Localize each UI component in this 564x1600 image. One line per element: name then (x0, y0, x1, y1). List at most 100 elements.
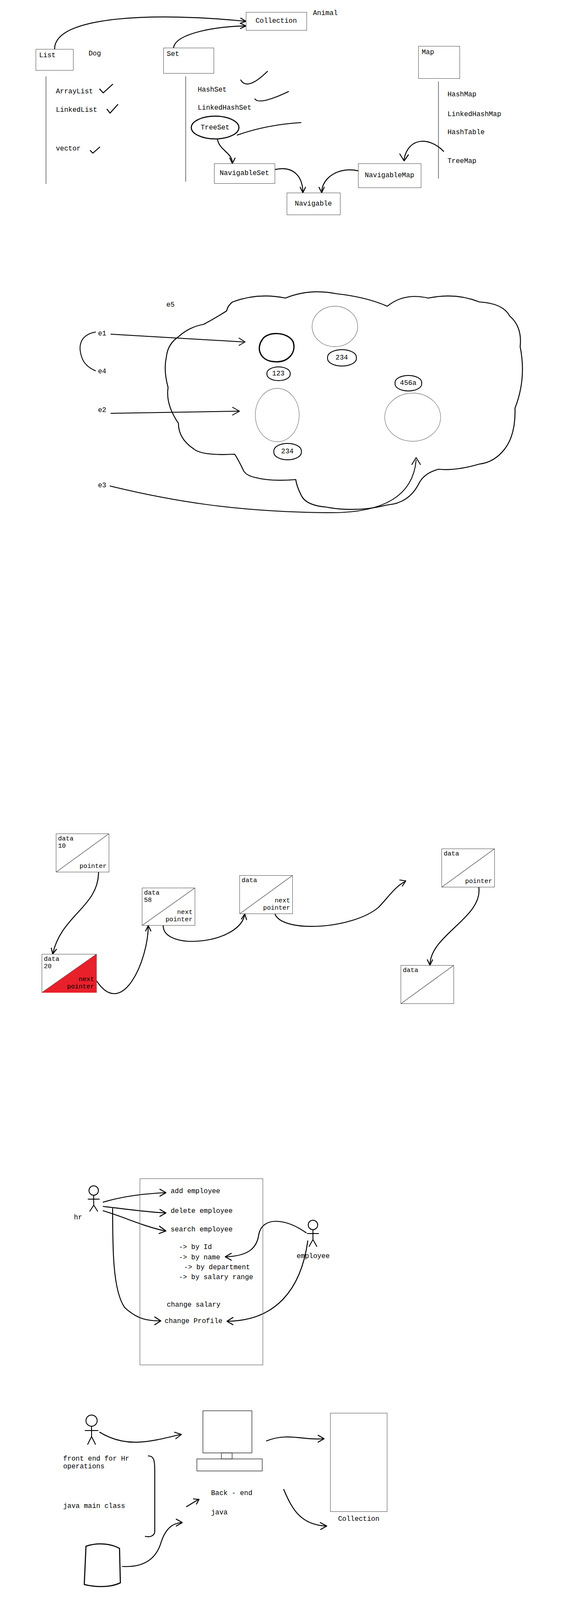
sketch-stroke (237, 122, 444, 161)
use-arrow (159, 1188, 166, 1196)
reference-arrow (239, 337, 246, 346)
node-text: 234 (281, 447, 294, 456)
list-node-divider (55, 833, 110, 872)
list-node-box: data58next pointer (141, 887, 196, 926)
object-blob: 234 (273, 442, 302, 460)
connector (427, 886, 479, 965)
label-text: front end for Hr operations (63, 1454, 137, 1470)
architecture-arrow (318, 1434, 325, 1442)
label-text: java (211, 1508, 228, 1516)
connector (96, 925, 151, 994)
node-text: data (144, 888, 160, 897)
node-text: pointer (78, 862, 107, 870)
class-box: Map (418, 45, 460, 79)
node-text: 58 (144, 896, 152, 904)
arrow-head (241, 913, 247, 920)
label-text: ArrayList (55, 87, 93, 96)
label-text: java main class (63, 1501, 126, 1510)
label-text: TreeMap (447, 157, 477, 166)
label-text: HashSet (197, 85, 227, 94)
use-arrow (226, 1220, 307, 1257)
node-text: pointer (463, 877, 493, 885)
label-text: Animal (312, 9, 338, 18)
node-text: data (43, 955, 60, 963)
heap-cloud (165, 291, 523, 509)
list-node-box: datanext pointer (239, 874, 293, 914)
architecture-arrow (99, 1431, 181, 1442)
node-text: 456a (399, 379, 417, 387)
check-mark (107, 104, 118, 114)
node-text: Navigable (294, 199, 332, 208)
sketch-stroke (399, 153, 409, 161)
check-mark (99, 84, 113, 93)
heap-cloud (165, 291, 523, 509)
reference-arrow (79, 331, 421, 513)
computer-icon (196, 1458, 263, 1471)
hierarchy-line (438, 81, 439, 179)
check-mark (254, 91, 289, 102)
reference-arrow (79, 331, 96, 371)
connector-line (52, 871, 99, 954)
node-text: change Profile (164, 1316, 223, 1325)
architecture-arrow (122, 1521, 182, 1566)
node-text: NavigableMap (364, 171, 414, 180)
connector-line (429, 886, 479, 965)
architecture-arrow (320, 1521, 327, 1529)
use-arrow (103, 1192, 166, 1202)
reference-arrow (110, 410, 239, 414)
node-text: -> by department (183, 1262, 251, 1271)
hierarchy-line (45, 76, 439, 184)
list-node-box: data20 next pointer (41, 953, 97, 993)
node-text: data (58, 834, 74, 843)
collection-box: Collection (330, 1412, 388, 1524)
connector-line (96, 925, 149, 994)
label-text: LinkedHashSet (197, 104, 252, 112)
architecture-arrow (176, 1518, 183, 1526)
object-blob: 234 (327, 349, 357, 367)
class-box: NavigableMap (358, 163, 422, 188)
check-mark (90, 71, 289, 154)
object-scribble (259, 333, 295, 362)
connector-line (173, 25, 246, 48)
list-node-box: data (400, 964, 454, 1004)
node-text: delete employee (170, 1206, 233, 1215)
connector (173, 23, 246, 48)
sketch-stroke (237, 122, 301, 135)
class-box: NavigableSet (214, 163, 276, 184)
use-arrow (225, 1252, 232, 1260)
label-text: e3 (98, 481, 107, 490)
pointer-arrow (275, 879, 406, 926)
storage-shape (84, 1543, 121, 1586)
architecture-arrow (186, 1498, 199, 1506)
node-text: data (402, 966, 419, 974)
node-text: next pointer (65, 975, 95, 991)
node-text: Set (166, 50, 180, 59)
label-text: e5 (166, 300, 175, 309)
arrow-head (240, 23, 246, 29)
arrow-head (300, 186, 306, 193)
collection-box-outline (330, 1412, 388, 1512)
architecture-arrow (99, 1431, 327, 1566)
heap-object (384, 392, 441, 442)
list-node-divider (239, 874, 293, 914)
node-text: -> by name (178, 1253, 221, 1261)
object-blob: 123 (266, 366, 291, 381)
computer-icon (221, 1452, 233, 1459)
actor-figure (85, 1425, 99, 1444)
node-text: 10 (58, 842, 66, 850)
label-text: employee (296, 1251, 330, 1260)
storage-shape (84, 1543, 121, 1586)
arrow-head (427, 959, 433, 965)
node-text: search employee (170, 1225, 233, 1233)
check-mark (240, 71, 268, 84)
actor-figure (88, 1185, 99, 1195)
use-arrow (103, 1188, 308, 1325)
node-text: add employee (170, 1186, 221, 1195)
node-text: 20 (43, 962, 52, 970)
class-box: Navigable (286, 192, 341, 215)
class-box: Set (163, 47, 215, 74)
object-blob: 456a (394, 374, 423, 392)
node-text: next pointer (261, 896, 291, 912)
connector-line (54, 16, 246, 50)
